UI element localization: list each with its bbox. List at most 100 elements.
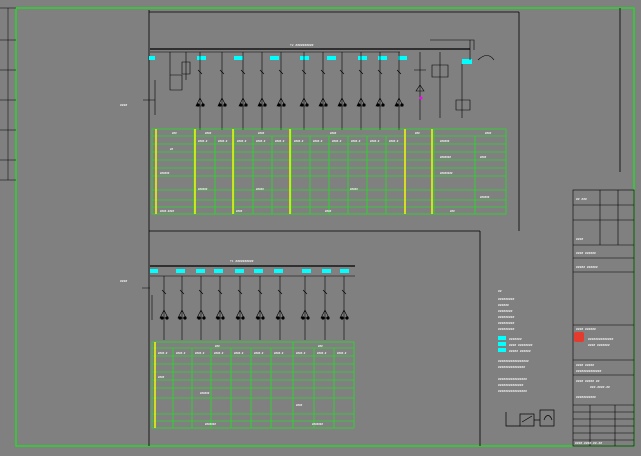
svg-text:####: ####	[236, 209, 243, 213]
svg-text:####-####: ####-####	[160, 209, 174, 213]
svg-text:##############: ##############	[588, 337, 613, 341]
svg-text:####-#: ####-#	[198, 139, 208, 143]
svg-text:####: ####	[330, 131, 337, 135]
revision-strip	[0, 7, 16, 181]
svg-text:####-#: ####-#	[234, 351, 244, 355]
top-table-yellow-columns	[155, 129, 433, 214]
svg-text:##: ##	[170, 147, 174, 151]
svg-text:######: ######	[440, 139, 450, 143]
svg-text:#########: #########	[498, 321, 514, 325]
svg-text:#####: #####	[256, 187, 264, 191]
svg-text:#####: #####	[350, 187, 358, 191]
svg-text:##### ######: ##### ######	[576, 265, 598, 269]
svg-text:####-#: ####-#	[317, 351, 327, 355]
bottom-ground-row	[160, 316, 349, 320]
sheet-divisions	[148, 8, 621, 446]
svg-text:####: ####	[485, 131, 492, 135]
legend-cyan-text: ####### #### ######## ##### ###### #####…	[498, 337, 533, 393]
svg-text:#########: #########	[498, 327, 514, 331]
svg-text:## ###: ## ###	[576, 197, 587, 201]
svg-text:###########: ###########	[576, 395, 596, 399]
svg-text:################: ################	[498, 377, 527, 381]
svg-text:#### ######: #### ######	[576, 327, 596, 331]
svg-text:#######: #######	[440, 155, 451, 159]
company-logo-stamp	[574, 332, 584, 342]
svg-text:####: ####	[258, 131, 265, 135]
svg-text:####-#: ####-#	[195, 351, 205, 355]
svg-text:####-#: ####-#	[218, 139, 228, 143]
svg-text:###############: ###############	[498, 365, 525, 369]
top-schedule-table	[151, 128, 507, 215]
svg-text:####-#: ####-#	[158, 351, 168, 355]
svg-text:####-#: ####-#	[294, 139, 304, 143]
svg-text:#######: #######	[509, 337, 522, 341]
svg-text:####-#: ####-#	[296, 351, 306, 355]
svg-text:###: ###	[450, 209, 455, 213]
svg-text:####-####-##-##: ####-####-##-##	[575, 441, 602, 445]
bottom-incoming-label: ####	[120, 279, 127, 283]
svg-text:####-#: ####-#	[337, 351, 347, 355]
svg-text:###: ###	[318, 344, 323, 348]
svg-text:######: ######	[498, 303, 509, 307]
bottom-bus-label: T1 ##########	[230, 259, 254, 263]
top-ground-row	[196, 103, 404, 107]
svg-text:####-#: ####-#	[389, 139, 399, 143]
svg-text:###: ###	[415, 131, 420, 135]
svg-text:####: ####	[296, 403, 303, 407]
svg-text:##############: ##############	[576, 369, 601, 373]
svg-text:################: ################	[498, 389, 527, 393]
svg-text:####-#: ####-#	[237, 139, 247, 143]
svg-text:#### #######: #### #######	[588, 343, 610, 347]
svg-text:###: ###	[172, 131, 177, 135]
top-busbar	[150, 48, 470, 53]
bottom-table-text: ###### ####-#####-#####-# ####-#####-###…	[158, 344, 347, 426]
svg-text:####-#: ####-#	[254, 351, 264, 355]
svg-text:#### #####: #### #####	[576, 363, 594, 367]
top-bus-label: T2 ##########	[290, 43, 314, 47]
bottom-busbar	[150, 265, 355, 277]
svg-text:####-#: ####-#	[176, 351, 186, 355]
svg-text:##### ######: ##### ######	[509, 349, 531, 353]
bottom-schedule-table	[151, 341, 355, 429]
bottom-cyan-blocks	[150, 269, 349, 273]
svg-text:####: ####	[480, 155, 487, 159]
svg-text:####-#: ####-#	[351, 139, 361, 143]
top-incoming-label: ####	[120, 103, 127, 107]
svg-text:#######: #######	[312, 422, 323, 426]
svg-text:##############: ##############	[498, 383, 523, 387]
top-table-text: ########### ########### ####-#####-#####…	[160, 131, 492, 213]
svg-text:#######: #######	[205, 422, 216, 426]
legend-cyan-swatches	[498, 336, 506, 352]
svg-text:####: ####	[325, 209, 332, 213]
svg-text:#### ##### ##: #### ##### ##	[576, 379, 600, 383]
svg-text:#########: #########	[498, 315, 514, 319]
svg-text:###: ###	[215, 344, 220, 348]
svg-text:###-####-##: ###-####-##	[590, 385, 610, 389]
svg-text:######: ######	[200, 391, 210, 395]
title-block-text: ## ### #### #### ###### ##### ###### ###…	[575, 197, 613, 445]
svg-text:####: ####	[205, 131, 212, 135]
bottom-feeders	[142, 276, 349, 340]
svg-text:####-#: ####-#	[332, 139, 342, 143]
svg-text:######: ######	[198, 187, 208, 191]
title-block	[572, 189, 635, 447]
svg-text:####-#: ####-#	[275, 139, 285, 143]
svg-text:########: ########	[440, 171, 453, 175]
svg-text:####-#: ####-#	[370, 139, 380, 143]
svg-text:##: ##	[498, 289, 502, 293]
svg-text:######: ######	[160, 171, 170, 175]
svg-text:####: ####	[576, 237, 583, 241]
top-cyan-blocks	[149, 56, 472, 64]
top-feeders	[143, 39, 495, 130]
svg-text:#### ######: #### ######	[576, 251, 596, 255]
svg-text:######: ######	[480, 195, 490, 199]
svg-text:########: ########	[498, 309, 513, 313]
svg-text:####-#: ####-#	[214, 351, 224, 355]
magenta-marker	[419, 96, 423, 100]
svg-text:####-#: ####-#	[256, 139, 266, 143]
svg-text:####-#: ####-#	[313, 139, 323, 143]
svg-text:####-#: ####-#	[274, 351, 284, 355]
svg-text:#########: #########	[498, 297, 514, 301]
